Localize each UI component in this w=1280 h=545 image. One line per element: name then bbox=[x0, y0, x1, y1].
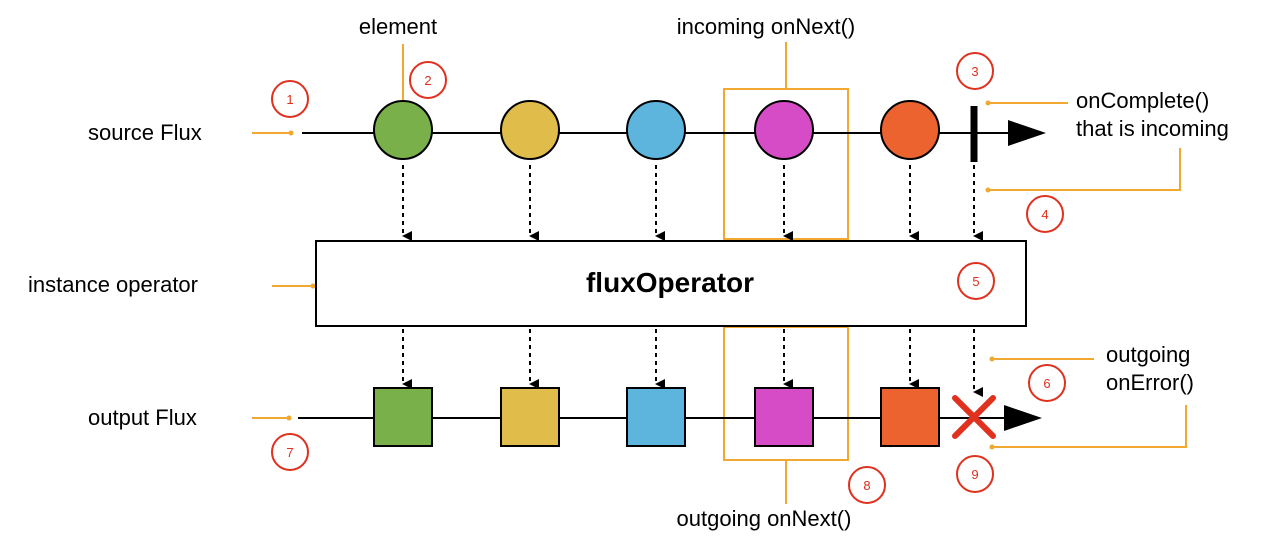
onerror-label-line1: outgoing bbox=[1106, 342, 1190, 367]
source-flux-pointer-dot bbox=[288, 130, 294, 136]
output-flux-timeline bbox=[298, 387, 1042, 447]
source-flux-label: source Flux bbox=[88, 120, 202, 145]
outgoing-signal-arrows bbox=[402, 329, 983, 397]
svg-text:6: 6 bbox=[1043, 376, 1050, 391]
oncomplete-label-line2: that is incoming bbox=[1076, 116, 1229, 141]
badge-3: 3 bbox=[956, 52, 994, 90]
text-labels: source Flux instance operator output Flu… bbox=[28, 14, 1229, 531]
output-timeline-arrowhead bbox=[1004, 405, 1042, 431]
oncomplete-pointer-dot bbox=[985, 100, 991, 106]
badge-8: 8 bbox=[848, 466, 886, 504]
source-timeline-arrowhead bbox=[1008, 120, 1046, 146]
source-element-orange bbox=[880, 100, 940, 160]
output-flux-pointer-dot bbox=[286, 415, 292, 421]
oncomplete-elbow-pointer bbox=[989, 148, 1181, 191]
outgoing-onnext-label: outgoing onNext() bbox=[677, 506, 852, 531]
svg-text:9: 9 bbox=[971, 467, 978, 482]
svg-text:5: 5 bbox=[972, 274, 979, 289]
oncomplete-elbow-dot bbox=[985, 187, 991, 193]
badge-7: 7 bbox=[271, 433, 309, 471]
output-element-blue bbox=[626, 387, 686, 447]
numbered-badges: 1 2 3 4 5 6 7 8 bbox=[271, 52, 1066, 504]
operator-pointer-dot bbox=[310, 283, 316, 289]
svg-text:3: 3 bbox=[971, 64, 978, 79]
oncomplete-label-line1: onComplete() bbox=[1076, 88, 1209, 113]
badge-4: 4 bbox=[1026, 195, 1064, 233]
output-element-magenta bbox=[754, 387, 814, 447]
source-element-magenta bbox=[754, 100, 814, 160]
source-element-green bbox=[373, 100, 433, 160]
flux-operator-box bbox=[315, 240, 1027, 327]
svg-text:8: 8 bbox=[863, 478, 870, 493]
output-element-orange bbox=[880, 387, 940, 447]
onerror-x-mark bbox=[952, 395, 996, 439]
svg-text:4: 4 bbox=[1041, 207, 1048, 222]
badge-6: 6 bbox=[1028, 364, 1066, 402]
element-label: element bbox=[359, 14, 437, 39]
svg-text:1: 1 bbox=[286, 92, 293, 107]
onerror-elbow-pointer bbox=[993, 405, 1187, 448]
incoming-onnext-label: incoming onNext() bbox=[677, 14, 856, 39]
output-flux-label: output Flux bbox=[88, 405, 197, 430]
source-flux-timeline bbox=[302, 100, 1046, 162]
incoming-signal-arrows bbox=[402, 165, 983, 241]
badge-9: 9 bbox=[956, 455, 994, 493]
output-element-yellow bbox=[500, 387, 560, 447]
source-element-blue bbox=[626, 100, 686, 160]
flux-operator-name: fluxOperator bbox=[586, 267, 754, 298]
onerror-label-line2: onError() bbox=[1106, 370, 1194, 395]
onerror-elbow-dot bbox=[989, 444, 995, 450]
svg-text:7: 7 bbox=[286, 445, 293, 460]
badge-5: 5 bbox=[957, 262, 995, 300]
badge-2: 2 bbox=[409, 61, 447, 99]
instance-operator-label: instance operator bbox=[28, 272, 198, 297]
svg-text:2: 2 bbox=[424, 73, 431, 88]
badge-1: 1 bbox=[271, 80, 309, 118]
output-element-green bbox=[373, 387, 433, 447]
source-element-yellow bbox=[500, 100, 560, 160]
onerror-pointer-dot bbox=[989, 356, 995, 362]
